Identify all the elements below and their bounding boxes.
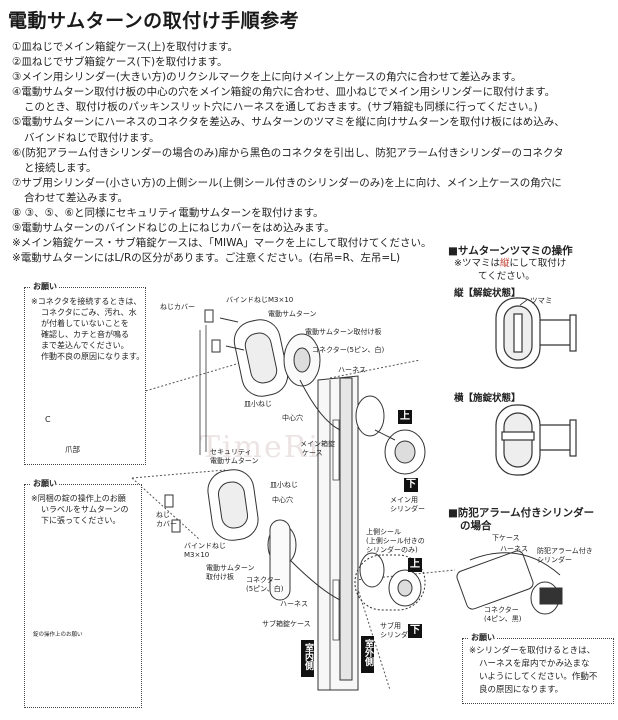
note3-line: ハーネスを扉内でかみ込まな: [479, 659, 590, 669]
note-label: お願い ※同梱の錠の操作上のお願 いラベルをサムターンの 下に張ってください。 …: [24, 478, 142, 708]
step-7: ⑦サブ用シリンダー(小さい方)の上側シール(上側シール付きのシリンダーのみ)を上…: [12, 176, 562, 189]
label-harness: ハーネス: [338, 366, 366, 374]
note3-line: ※シリンダーを取付けるときは、: [469, 646, 596, 656]
label-thumbturn: 電動サムターン: [268, 310, 317, 318]
indoor-text: 室内側: [303, 643, 313, 670]
label-main-cylinder-2: シリンダー: [390, 505, 425, 513]
label-screw-cover-lower-2: カバー: [156, 520, 177, 528]
label-sub-cylinder: サブ用: [380, 622, 401, 630]
label-screw-cover-lower: ねじ: [156, 511, 170, 519]
label-center-hole-lower: 中心穴: [272, 496, 293, 504]
label-bind-screw: バインドねじM3×10: [226, 296, 294, 304]
note1-line: 確認し、カチと音が鳴る: [41, 330, 129, 339]
knob-note: ※ツマミは縦にして取付け てください。: [454, 257, 566, 283]
step-3: ③メイン用シリンダー(大きい方)のリクシルマークを上に向けメイン上ケースの角穴に…: [12, 71, 522, 84]
knob-note-b: にして取付け: [509, 258, 567, 269]
alarm-heading: ■防犯アラーム付きシリンダー: [448, 507, 595, 519]
instruction-steps: ①皿ねじでメイン箱錠ケース(上)を取付けます。 ②皿ねじでサブ箱錠ケース(下)を…: [12, 40, 612, 266]
label-sub-cylinder-2: シリンダー: [380, 631, 415, 639]
alarm-label-connector-2: (4ピン、黒): [484, 615, 522, 623]
knob-label: ツマミ: [530, 296, 553, 305]
note-connector: お願い ※コネクタを接続するときは、 コネクタにごみ、汚れ、水 が付着していない…: [24, 281, 146, 465]
label-flat-screw-lower: 皿小ねじ: [270, 481, 298, 489]
label-center-hole: 中心穴: [282, 414, 303, 422]
label-main-case-2: ケース: [302, 449, 323, 457]
label-connector: コネクター(5ピン、白): [312, 346, 385, 354]
step-7-cont: 合わせて差込みます。: [24, 191, 128, 204]
note-harness-text: ※シリンダーを取付けるときは、 ハーネスを扉内でかみ込まな いようにしてください…: [469, 645, 597, 697]
alarm-label-harness: ハーネス: [500, 545, 528, 553]
outdoor-label: 室外側: [361, 636, 374, 673]
label-flat-screw: 皿小ねじ: [244, 400, 272, 408]
note1-line: ※コネクタを接続するときは、: [31, 297, 142, 306]
note1-line: 作動不良の原因になります。: [41, 352, 145, 361]
label-top-seal-2: (上側シール付きの: [366, 537, 425, 545]
note2-line: 下に張ってください。: [41, 516, 121, 525]
note-connector-text: ※コネクタを接続するときは、 コネクタにごみ、汚れ、水 が付着していないことを …: [31, 296, 144, 362]
note-harness: お願い ※シリンダーを取付けるときは、 ハーネスを扉内でかみ込まな いようにして…: [462, 632, 614, 704]
knob-note-red: 縦: [499, 258, 510, 269]
step-1: ①皿ねじでメイン箱錠ケース(上)を取付けます。: [12, 41, 239, 53]
note1-line: まで差込んでください。: [41, 341, 129, 350]
label-harness-lower: ハーネス: [280, 600, 308, 608]
sticker-label: 錠の操作上のお願い: [33, 632, 83, 638]
note1-line: コネクタにごみ、汚れ、水: [41, 308, 137, 317]
note-label-text: ※同梱の錠の操作上のお願 いラベルをサムターンの 下に張ってください。: [31, 493, 128, 526]
up-marker-upper: 上: [398, 410, 412, 424]
label-sub-case: サブ箱錠ケース: [262, 620, 311, 628]
label-top-seal: 上側シール: [366, 528, 401, 536]
note2-line: いラベルをサムターンの: [41, 505, 129, 514]
label-connector-lower: コネクター: [246, 576, 281, 584]
step-9: ⑨電動サムターンのバインドねじの上にねじカバーをはめ込みます。: [12, 222, 335, 235]
alarm-label-cylinder-2: シリンダー: [537, 556, 572, 564]
label-bind-screw-lower-2: M3×10: [184, 551, 210, 559]
note1-line: が付着していないことを: [41, 319, 129, 328]
label-main-case: メイン箱錠: [300, 440, 335, 448]
note-lr: ※電動サムターンにはL/Rの区分があります。ご注意ください。(右吊=R、左吊=L…: [12, 252, 401, 265]
label-plate-lower-2: 取付け板: [206, 573, 234, 581]
alarm-heading-2: の場合: [460, 520, 492, 532]
step-4: ④電動サムターン取付け板の中心の穴をメイン箱錠の角穴に合わせ、皿小ねじでメイン用…: [12, 86, 556, 99]
step-8: ⑧ ③、⑤、⑥と同様にセキュリティ電動サムターンを取付けます。: [12, 207, 324, 220]
label-screw-cover: ねじカバー: [160, 303, 195, 311]
label-plate-lower: 電動サムターン: [206, 564, 255, 572]
step-4-cont: このとき、取付け板のパッキンスリット穴にハーネスを通しておきます。(サブ箱錠も同…: [24, 101, 538, 114]
label-security-2: 電動サムターン: [210, 457, 259, 465]
note3-line: 良の原因になります。: [479, 685, 564, 695]
step-6: ⑥(防犯アラーム付きシリンダーの場合のみ)扉から黒色のコネクタを引出し、防犯アラ…: [12, 146, 564, 159]
page-title: 電動サムターンの取付け手順参考: [8, 10, 300, 32]
alarm-label-connector: コネクター: [484, 606, 519, 614]
step-5: ⑤電動サムターンにハーネスのコネクタを差込み、サムターンのツマミを縦に向けサムタ…: [12, 116, 565, 129]
indoor-label: 室内側: [301, 640, 314, 677]
knob-note-a: ※ツマミは: [454, 258, 500, 269]
label-main-cylinder: メイン用: [390, 496, 418, 504]
label-top-seal-3: シリンダーのみ): [366, 546, 418, 554]
alarm-label-cylinder: 防犯アラーム付き: [537, 547, 593, 555]
note-harness-tag: お願い: [469, 632, 497, 643]
up-marker-lower: 上: [408, 558, 422, 572]
label-security: セキュリティ: [210, 448, 252, 456]
knob-note-c: てください。: [478, 271, 535, 282]
note-label-tag: お願い: [31, 478, 59, 489]
note-miwa: ※メイン箱錠ケース・サブ箱錠ケースは、「MIWA」マークを上にして取付けてくださ…: [12, 237, 432, 250]
step-6-cont: と接続します。: [24, 161, 97, 174]
unlocked-label: 縦【解錠状態】: [454, 288, 521, 299]
connector-c-label: C: [45, 415, 51, 424]
step-2: ②皿ねじでサブ箱錠ケース(下)を取付けます。: [12, 56, 228, 69]
note3-line: いようにしてください。作動不: [479, 672, 598, 682]
label-bind-screw-lower: バインドねじ: [184, 542, 226, 550]
alarm-label-lower-case: 下ケース: [492, 534, 520, 542]
down-marker-lower: 下: [408, 624, 422, 638]
knob-heading: ■サムターンツマミの操作: [448, 245, 573, 257]
down-marker-upper: 下: [404, 478, 418, 492]
locked-label: 横【施錠状態】: [454, 393, 521, 404]
note2-line: ※同梱の錠の操作上のお願: [31, 494, 126, 503]
claw-label: 爪部: [65, 445, 80, 454]
note-connector-tag: お願い: [31, 281, 59, 292]
label-connector-lower-2: (5ピン、白): [246, 585, 284, 593]
outdoor-text: 室外側: [363, 639, 373, 666]
step-5-cont: バインドねじで取付けます。: [24, 131, 160, 144]
label-mount-plate: 電動サムターン取付け板: [305, 328, 382, 336]
